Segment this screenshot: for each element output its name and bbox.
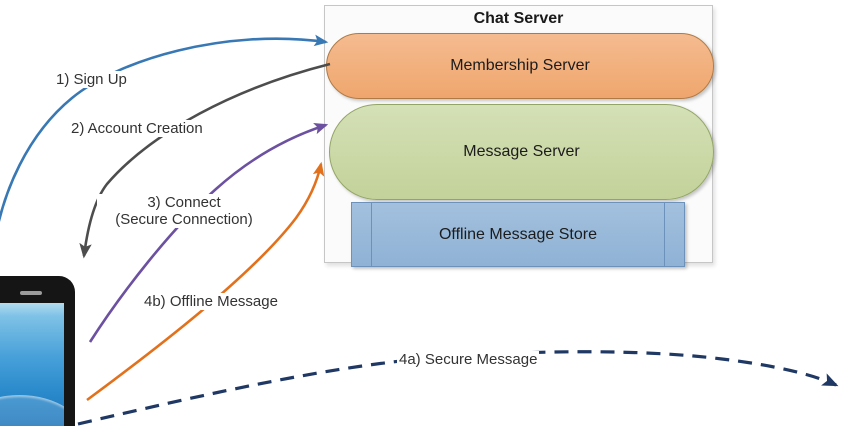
secure-message-label: 4a) Secure Message — [397, 351, 540, 368]
connect-label-line1: 3) Connect — [147, 194, 221, 211]
connect-label: 3) Connect (Secure Connection) — [97, 194, 271, 228]
offline-store-left-bar — [371, 203, 372, 266]
connect-label-line2: (Secure Connection) — [115, 211, 253, 228]
phone-screen-wave — [0, 394, 64, 426]
offline-message-store-label: Offline Message Store — [438, 225, 597, 243]
phone-screen — [0, 303, 64, 426]
offline-store-right-bar — [664, 203, 665, 266]
membership-server-label: Membership Server — [450, 57, 590, 74]
phone-speaker — [20, 291, 42, 295]
membership-server-node: Membership Server — [326, 33, 714, 99]
chat-server-title: Chat Server — [473, 10, 564, 27]
smartphone-icon — [0, 276, 75, 426]
message-server-node: Message Server — [329, 104, 714, 200]
sign-up-label: 1) Sign Up — [54, 71, 129, 88]
account-creation-label: 2) Account Creation — [69, 120, 205, 137]
offline-message-label: 4b) Offline Message — [142, 293, 280, 310]
message-server-label: Message Server — [463, 143, 580, 160]
offline-message-store-node: Offline Message Store — [351, 202, 685, 267]
